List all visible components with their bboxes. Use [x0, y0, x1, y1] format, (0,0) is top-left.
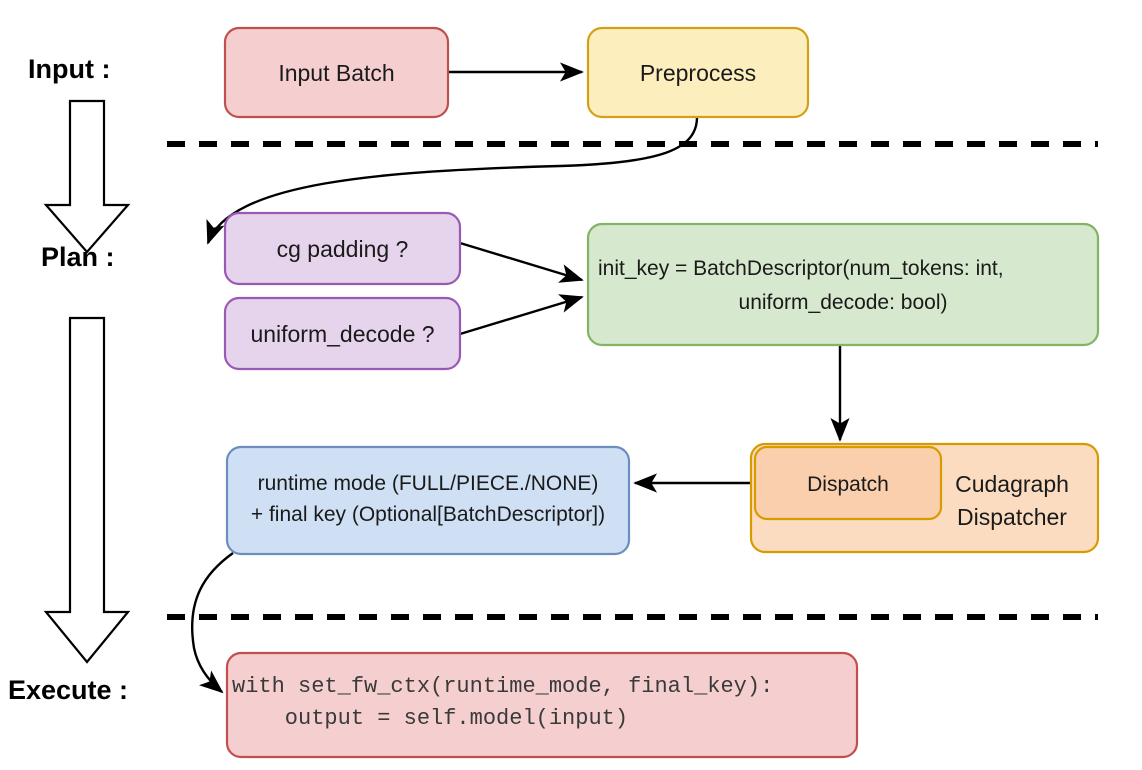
node-cg-padding-label: cg padding ?: [277, 236, 409, 262]
node-cudagraph-dispatcher-label-line2: Dispatcher: [957, 504, 1067, 530]
node-init-key-label-line2: uniform_decode: bool): [739, 291, 948, 314]
stage-flow-arrow-input-to-plan: [43, 99, 131, 254]
node-uniform-decode-label: uniform_decode ?: [250, 321, 434, 347]
node-runtime-mode[interactable]: runtime mode (FULL/PIECE./NONE) + final …: [225, 445, 631, 556]
node-init-key-label-line1: init_key = BatchDescriptor(num_tokens: i…: [598, 257, 1004, 280]
node-init-key[interactable]: init_key = BatchDescriptor(num_tokens: i…: [586, 222, 1100, 347]
edge-cg-padding-to-init-key: [459, 241, 584, 283]
node-preprocess-shape: [586, 26, 810, 119]
node-execute-code-shape: [225, 651, 859, 759]
stage-label-plan: Plan :: [41, 242, 115, 272]
node-preprocess-label: Preprocess: [640, 60, 756, 86]
node-uniform-decode[interactable]: uniform_decode ?: [223, 296, 462, 371]
edge-runtime-mode-to-execute-code: [191, 552, 234, 694]
node-cg-padding[interactable]: cg padding ?: [223, 211, 462, 286]
node-cg-padding-shape: [223, 211, 462, 286]
stage-label-input: Input :: [28, 54, 110, 84]
node-execute-code[interactable]: with set_fw_ctx(runtime_mode, final_key)…: [225, 651, 859, 759]
node-dispatch-label: Dispatch: [807, 473, 889, 496]
node-init-key-shape: [586, 222, 1100, 347]
node-preprocess[interactable]: Preprocess: [586, 26, 810, 119]
node-dispatch-shape: [753, 445, 943, 521]
node-runtime-mode-label-line1: runtime mode (FULL/PIECE./NONE): [258, 472, 599, 495]
node-runtime-mode-shape: [225, 445, 631, 556]
node-execute-code-line1: with set_fw_ctx(runtime_mode, final_key)…: [232, 674, 773, 699]
node-dispatch[interactable]: Dispatch: [753, 445, 943, 521]
node-input-batch-shape: [223, 26, 450, 119]
node-input-batch[interactable]: Input Batch: [223, 26, 450, 119]
edge-preprocess-to-cg-padding: [206, 116, 699, 245]
edge-uniform-decode-to-init-key: [459, 294, 584, 336]
node-uniform-decode-shape: [223, 296, 462, 371]
node-execute-code-line2: output = self.model(input): [232, 706, 628, 731]
stage-label-execute: Execute :: [8, 675, 128, 705]
node-input-batch-label: Input Batch: [278, 60, 394, 86]
node-runtime-mode-label-line2: + final key (Optional[BatchDescriptor]): [251, 503, 605, 526]
node-cudagraph-dispatcher-label-line1: Cudagraph: [955, 471, 1069, 497]
stage-flow-arrow-plan-to-execute: [43, 316, 131, 664]
